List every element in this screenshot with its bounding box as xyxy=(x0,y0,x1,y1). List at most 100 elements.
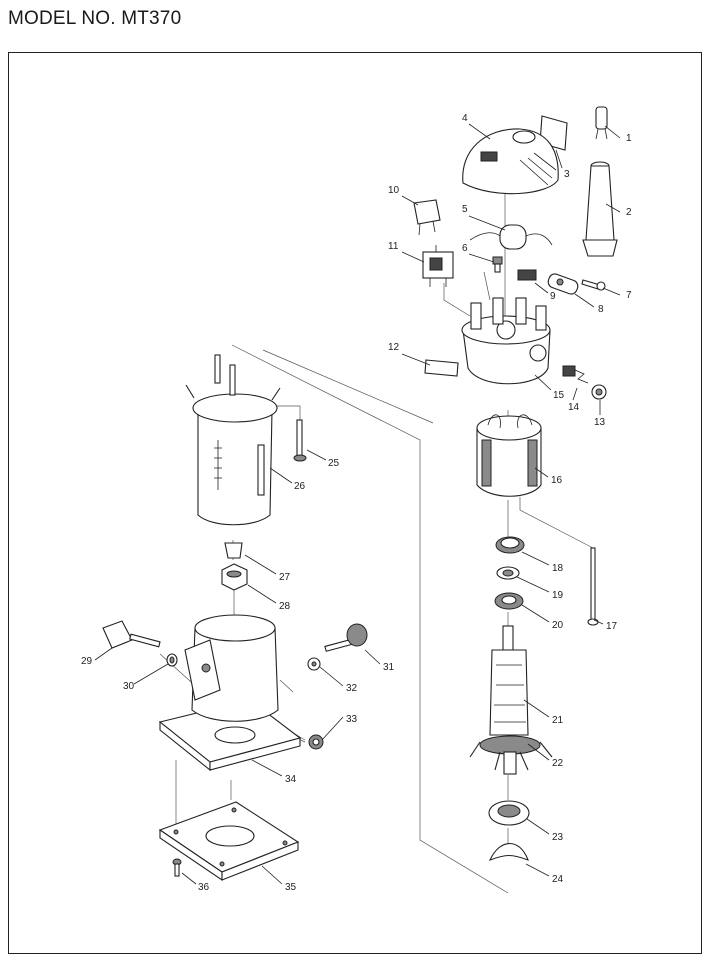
part-number-label: 14 xyxy=(568,402,580,413)
part-number-label: 7 xyxy=(626,290,632,301)
part-number-label: 28 xyxy=(279,601,291,612)
part-number-label: 9 xyxy=(550,291,556,302)
part-number-label: 10 xyxy=(388,185,400,196)
part-34-base xyxy=(158,614,302,772)
part-number-label: 8 xyxy=(598,304,604,315)
leader-line xyxy=(523,699,550,718)
part-number-label: 33 xyxy=(346,714,358,725)
leader-line xyxy=(534,282,549,294)
leader-line xyxy=(605,203,621,213)
leader-line xyxy=(534,374,552,391)
part-7-screw xyxy=(581,279,606,291)
part-number-label: 29 xyxy=(81,656,93,667)
part-20-bearing xyxy=(494,592,524,610)
part-number-label: 35 xyxy=(285,882,297,893)
part-2-strain-relief xyxy=(582,161,618,257)
part-number-label: 13 xyxy=(594,417,606,428)
part-number-label: 21 xyxy=(552,715,564,726)
leader-line xyxy=(468,215,506,231)
part-22-fan xyxy=(469,735,553,775)
leader-line xyxy=(555,149,563,169)
part-number-label: 15 xyxy=(553,390,565,401)
part-11-switch xyxy=(422,245,454,287)
leader-line xyxy=(94,647,113,661)
part-9-terminal xyxy=(517,269,537,281)
leader-line xyxy=(401,353,431,366)
part-32-washer xyxy=(307,657,321,671)
part-number-label: 30 xyxy=(123,681,135,692)
leader-line xyxy=(401,251,425,263)
part-8-holder xyxy=(547,273,579,295)
part-24-ring xyxy=(488,843,529,861)
leader-line xyxy=(181,872,197,885)
leader-line xyxy=(468,123,491,140)
leader-line xyxy=(572,387,578,401)
part-number-label: 34 xyxy=(285,774,297,785)
leader-line xyxy=(261,865,283,885)
part-25-screw xyxy=(293,419,307,462)
part-5-field-coil xyxy=(469,224,553,250)
leader-lines xyxy=(94,123,621,885)
part-number-label: 1 xyxy=(626,133,632,144)
part-28-nut xyxy=(221,563,248,591)
part-number-label: 23 xyxy=(552,832,564,843)
part-number-label: 11 xyxy=(388,241,399,252)
part-number-label: 16 xyxy=(551,475,563,486)
leader-line xyxy=(602,287,621,296)
leader-line xyxy=(319,666,344,687)
leader-line xyxy=(244,554,277,575)
part-number-label: 4 xyxy=(462,113,468,124)
part-number-label: 32 xyxy=(346,683,358,694)
part-17-long-screw xyxy=(587,547,599,626)
model-title: MODEL NO. MT370 xyxy=(8,8,182,29)
leader-line xyxy=(364,649,381,665)
leader-line xyxy=(527,743,550,761)
part-number-label: 12 xyxy=(388,342,400,353)
part-1-cord-end xyxy=(595,106,608,140)
leader-line xyxy=(521,551,550,566)
leader-line xyxy=(521,604,550,623)
part-number-label: 6 xyxy=(462,243,468,254)
part-number-label: 20 xyxy=(552,620,564,631)
part-19-washer xyxy=(496,566,520,580)
leader-line xyxy=(269,467,293,484)
leader-line xyxy=(525,863,550,877)
part-number-label: 31 xyxy=(383,662,395,673)
part-number-label: 26 xyxy=(294,481,306,492)
leader-line xyxy=(251,759,283,777)
part-33-nut xyxy=(308,734,324,750)
leader-line xyxy=(401,195,419,206)
part-number-labels: 1234567891011121314151617181920212223242… xyxy=(81,113,632,893)
diagram-frame xyxy=(8,52,702,954)
leader-line xyxy=(604,125,621,139)
leader-line xyxy=(133,663,169,685)
part-number-label: 24 xyxy=(552,874,564,885)
part-35-base-plate xyxy=(158,801,300,882)
part-23-bearing xyxy=(488,800,530,826)
part-number-label: 36 xyxy=(198,882,210,893)
part-16-stator xyxy=(476,414,542,497)
part-number-label: 17 xyxy=(606,621,618,632)
part-4-motor-cover xyxy=(462,128,559,195)
part-21-armature xyxy=(489,625,529,736)
part-number-label: 18 xyxy=(552,563,564,574)
part-13-brush-cap xyxy=(591,384,607,400)
part-number-label: 2 xyxy=(626,207,632,218)
leader-line xyxy=(534,467,549,478)
part-10-capacitor xyxy=(413,199,441,236)
part-number-label: 19 xyxy=(552,590,564,601)
part-number-label: 27 xyxy=(279,572,291,583)
part-number-label: 22 xyxy=(552,758,564,769)
part-number-label: 25 xyxy=(328,458,340,469)
part-18-retainer xyxy=(495,536,525,554)
part-29-wing-bolt xyxy=(102,620,161,649)
leader-line xyxy=(574,293,595,308)
part-31-thumb-screw xyxy=(324,623,368,652)
part-6-screw xyxy=(492,256,503,273)
leader-line xyxy=(593,619,604,625)
leader-line xyxy=(516,576,550,593)
leader-line xyxy=(247,584,277,604)
part-15-motor-housing xyxy=(461,297,551,385)
part-number-label: 5 xyxy=(462,204,468,215)
